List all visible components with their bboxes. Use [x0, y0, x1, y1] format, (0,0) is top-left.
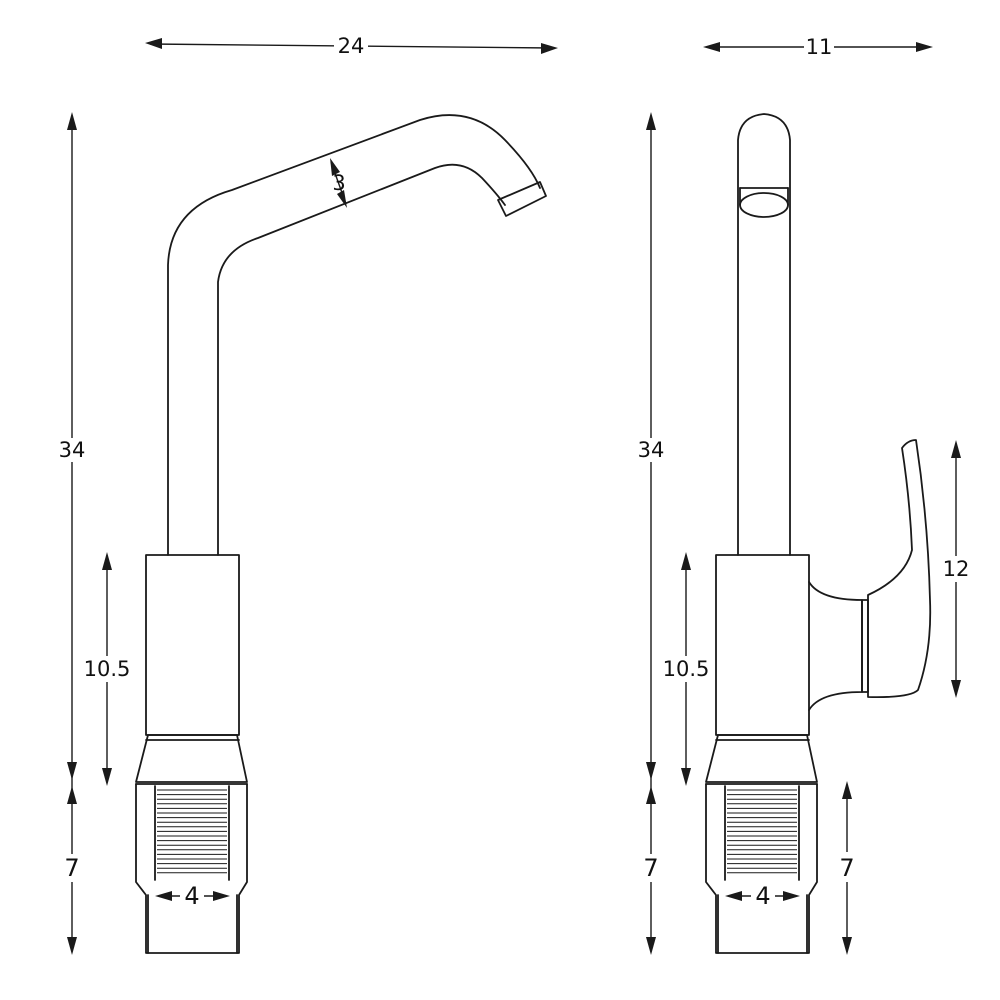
front-spout: [167, 114, 547, 556]
side-height-label: 34: [638, 438, 665, 462]
front-width-dimension: 24: [145, 34, 558, 58]
front-shank: [135, 783, 248, 954]
front-shank-height-dimension: 7: [60, 854, 84, 882]
side-width-label: 11: [806, 35, 833, 59]
front-shank-height-label: 7: [64, 854, 79, 882]
side-thread-width-label: 4: [755, 882, 770, 910]
side-handle: [808, 439, 932, 711]
side-shank-height-right-label: 7: [839, 854, 854, 882]
side-view: [705, 113, 932, 954]
front-thread-width-label: 4: [184, 882, 199, 910]
side-thread-width-dimension: 4: [725, 882, 800, 910]
side-body: [705, 554, 818, 783]
side-shank-height-left-label: 7: [643, 854, 658, 882]
front-height-dimension: 34: [54, 112, 90, 955]
front-spout-diameter-dimension: 3: [330, 158, 347, 208]
front-body: [135, 554, 248, 783]
side-spout: [737, 113, 791, 556]
side-shank-height-right-dimension: 7: [835, 781, 859, 955]
front-spout-diameter-label: 3: [332, 171, 345, 195]
front-width-label: 24: [338, 34, 365, 58]
front-view: [135, 114, 547, 954]
front-height-label: 34: [59, 438, 86, 462]
side-handle-height-dimension: 12: [942, 440, 972, 698]
side-handle-height-label: 12: [943, 557, 970, 581]
side-width-dimension: 11: [703, 35, 933, 59]
side-shank: [705, 783, 818, 954]
front-body-height-label: 10.5: [84, 657, 131, 681]
side-body-height-label: 10.5: [663, 657, 710, 681]
side-body-height-dimension: 10.5: [663, 552, 710, 786]
front-thread-width-dimension: 4: [155, 882, 230, 910]
side-shank-height-left-dimension: 7: [639, 854, 663, 882]
side-thread-lines: [727, 789, 797, 874]
front-thread-lines: [157, 789, 227, 874]
dimension-lines: 24 34 7 10.5 3: [54, 34, 972, 955]
front-body-height-dimension: 10.5: [84, 552, 131, 786]
side-height-dimension: 34: [633, 112, 669, 955]
